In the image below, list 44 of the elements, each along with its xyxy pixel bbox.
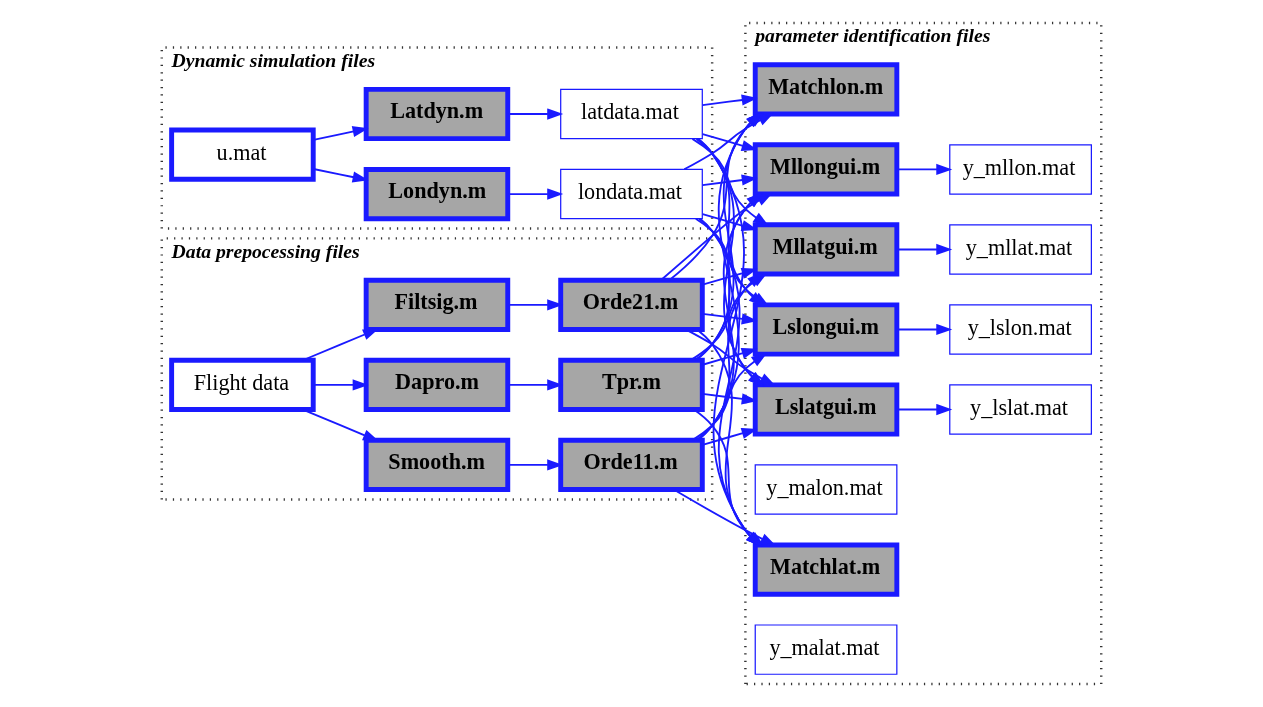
node-box: y_malat.mat <box>754 624 898 675</box>
arrow <box>896 323 953 336</box>
node-box: y_malon.mat <box>754 464 898 515</box>
node-box: latdata.mat <box>560 88 703 140</box>
node-box: Flight data <box>169 357 316 412</box>
arrow <box>896 163 953 176</box>
node-box: Smooth.m <box>363 437 511 492</box>
node-box: Filtsig.m <box>363 277 511 332</box>
node-box: Londyn.m <box>363 166 511 222</box>
arrow <box>701 312 758 325</box>
arrow <box>701 392 758 405</box>
node-box: y_mllat.mat <box>949 224 1092 275</box>
node-box: Mllongui.m <box>752 142 900 197</box>
node-box: Latdyn.m <box>363 86 511 142</box>
arrow <box>507 188 564 200</box>
arrow <box>701 213 758 232</box>
node-box: y_lslon.mat <box>949 304 1092 355</box>
node-box: Tpr.m <box>558 357 705 412</box>
node-box: Matchlon.m <box>752 62 900 117</box>
node-box: u.mat <box>169 127 316 182</box>
node-box: Mllatgui.m <box>752 222 900 277</box>
arrow <box>691 137 770 227</box>
arrow <box>701 267 758 286</box>
arrow <box>701 427 758 446</box>
node-box: Dapro.m <box>363 357 511 412</box>
arrow <box>695 272 764 441</box>
node-box: Orde21.m <box>558 277 705 332</box>
arrow <box>896 243 953 256</box>
node-box: y_lslat.mat <box>949 384 1092 435</box>
arrow <box>507 108 564 120</box>
node-box: Lslatgui.m <box>752 382 900 437</box>
arrow <box>691 352 768 442</box>
node-box: Matchlat.m <box>752 542 900 597</box>
arrow <box>701 174 758 186</box>
node-box: Orde11.m <box>558 437 705 492</box>
arrow <box>701 347 758 366</box>
arrow <box>312 126 369 141</box>
arrow <box>312 168 369 183</box>
arrow <box>896 403 953 416</box>
node-box: Lslongui.m <box>752 302 900 357</box>
arrow <box>701 133 758 151</box>
node-box: londata.mat <box>560 168 703 220</box>
node-box: y_mllon.mat <box>949 144 1092 195</box>
arrow <box>701 94 758 106</box>
